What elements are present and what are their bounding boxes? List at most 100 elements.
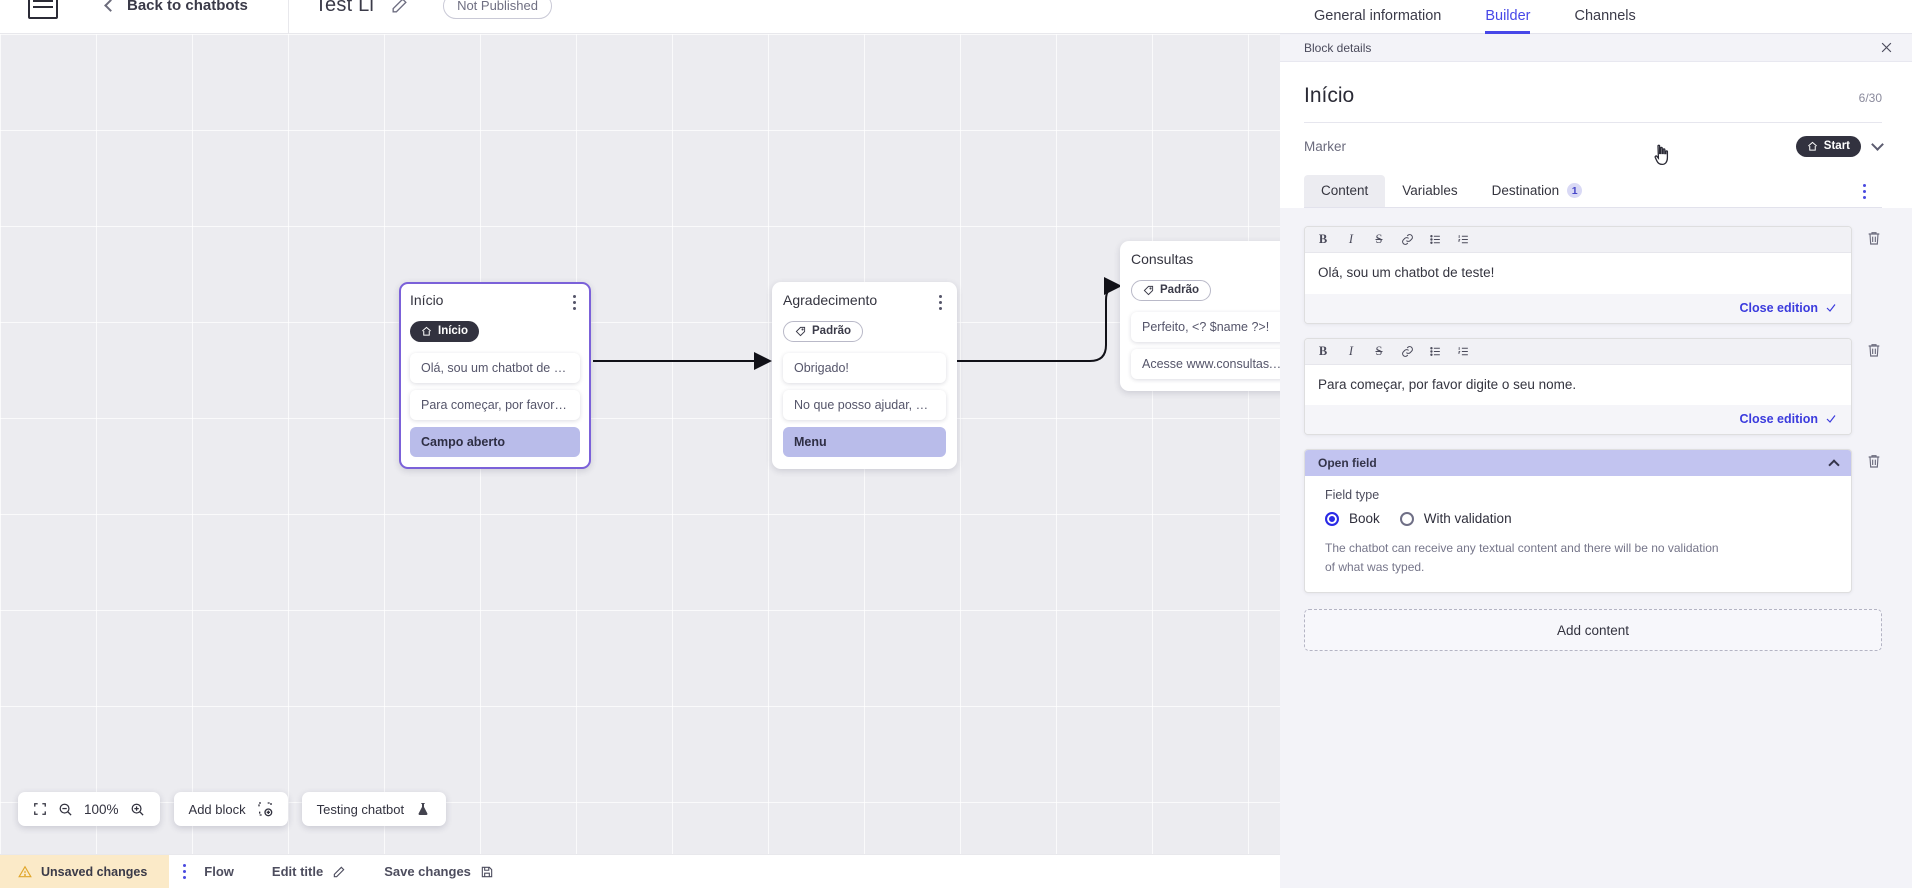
- link-icon[interactable]: [1393, 227, 1421, 253]
- app-logo[interactable]: [28, 0, 58, 19]
- chevron-left-icon: [104, 0, 117, 12]
- zoom-out-icon[interactable]: [58, 802, 73, 817]
- tab-variables[interactable]: Variables: [1385, 175, 1474, 207]
- tab-destination[interactable]: Destination 1: [1475, 175, 1600, 207]
- delete-content-button[interactable]: [1866, 338, 1882, 358]
- node-header: Início: [410, 292, 580, 312]
- block-details-header: Block details: [1280, 34, 1912, 62]
- node-row[interactable]: Obrigado!: [783, 353, 946, 383]
- tag-icon: [795, 326, 806, 336]
- field-type-radio-group: Book With validation: [1325, 511, 1835, 526]
- node-row[interactable]: Olá, sou um chatbot de teste!: [410, 353, 580, 383]
- node-title: Agradecimento: [783, 292, 878, 308]
- radio-option-with-validation[interactable]: With validation: [1399, 511, 1512, 526]
- flow-node-consultas[interactable]: Consultas Padrão Perfeito, <? $name ?>! …: [1120, 241, 1310, 391]
- numbered-list-icon[interactable]: [1449, 339, 1477, 365]
- bullet-list-icon[interactable]: [1421, 339, 1449, 365]
- strikethrough-icon[interactable]: S: [1375, 343, 1383, 358]
- edit-title-button[interactable]: Edit title: [272, 864, 346, 879]
- radio-button[interactable]: [1399, 511, 1414, 526]
- add-block-button[interactable]: Add block: [173, 792, 288, 826]
- node-badge-default: Padrão: [1131, 280, 1211, 301]
- save-changes-button[interactable]: Save changes: [384, 864, 494, 879]
- marker-select[interactable]: Start: [1795, 136, 1884, 157]
- close-edition-button[interactable]: Close edition: [1740, 301, 1837, 315]
- title-divider: [1304, 122, 1882, 123]
- radio-option-book[interactable]: Book: [1325, 511, 1380, 526]
- flow-node-agradecimento[interactable]: Agradecimento Padrão Obrigado! No que po…: [772, 282, 957, 469]
- marker-row: Marker Start: [1304, 136, 1884, 157]
- close-edition-button[interactable]: Close edition: [1740, 412, 1837, 426]
- zoom-in-icon[interactable]: [130, 802, 145, 817]
- testing-chatbot-button[interactable]: Testing chatbot: [301, 792, 447, 826]
- italic-icon[interactable]: I: [1348, 343, 1354, 358]
- trash-icon: [1868, 455, 1880, 468]
- node-row[interactable]: Menu: [783, 427, 946, 457]
- back-label: Back to chatbots: [127, 0, 248, 14]
- add-content-button[interactable]: Add content: [1304, 609, 1882, 652]
- panel-top-section: Início 6/30 Marker Start: [1280, 62, 1912, 208]
- flow-label: Flow: [204, 864, 234, 879]
- node-row[interactable]: Acesse www.consultas.com par...: [1131, 349, 1299, 379]
- numbered-list-icon[interactable]: [1449, 227, 1477, 253]
- trash-icon: [1868, 343, 1880, 357]
- node-rows: Obrigado! No que posso ajudar, <? $name …: [783, 353, 946, 457]
- editor-toolbar: B I S: [1305, 338, 1851, 365]
- node-row[interactable]: Campo aberto: [410, 427, 580, 457]
- node-menu-button[interactable]: [569, 293, 580, 312]
- node-rows: Olá, sou um chatbot de teste! Para começ…: [410, 353, 580, 457]
- node-menu-button[interactable]: [935, 293, 946, 312]
- panel-body: Início 6/30 Marker Start: [1280, 62, 1912, 888]
- bold-icon[interactable]: B: [1318, 232, 1328, 246]
- panel-scroll-content[interactable]: B I S: [1280, 208, 1912, 888]
- status-badge: Not Published: [443, 0, 553, 19]
- bullet-list-icon[interactable]: [1421, 227, 1449, 253]
- status-more-button[interactable]: [183, 864, 187, 879]
- check-icon: [1826, 303, 1836, 312]
- content-more-button[interactable]: [1847, 176, 1882, 207]
- content-block-text-1: B I S: [1304, 226, 1882, 324]
- tab-general-information[interactable]: General information: [1314, 8, 1442, 24]
- node-row[interactable]: Perfeito, <? $name ?>!: [1131, 312, 1299, 342]
- chevron-down-icon: [1871, 138, 1884, 151]
- delete-content-button[interactable]: [1866, 449, 1882, 469]
- node-row[interactable]: No que posso ajudar, <? $name ...: [783, 390, 946, 420]
- node-title: Início: [410, 292, 444, 308]
- check-icon: [1826, 415, 1836, 424]
- add-block-icon: [257, 801, 273, 817]
- close-icon[interactable]: [1879, 40, 1894, 55]
- tab-builder[interactable]: Builder: [1485, 8, 1531, 34]
- panel-content-tabs: Content Variables Destination 1: [1304, 175, 1882, 208]
- open-field-header[interactable]: Open field: [1305, 450, 1851, 477]
- italic-icon[interactable]: I: [1348, 232, 1354, 246]
- content-block-text-2: B I S: [1304, 337, 1882, 436]
- node-header: Consultas: [1131, 251, 1299, 271]
- fit-screen-icon[interactable]: [33, 802, 47, 816]
- bold-icon[interactable]: B: [1318, 343, 1328, 358]
- back-to-chatbots-button[interactable]: Back to chatbots: [104, 0, 248, 14]
- rich-text-editor[interactable]: B I S: [1304, 226, 1852, 324]
- open-field-card: Open field Field type Book: [1304, 449, 1852, 594]
- warning-icon: [18, 865, 32, 879]
- tab-channels[interactable]: Channels: [1574, 8, 1636, 24]
- block-details-panel: General information Builder Channels Blo…: [1280, 0, 1912, 888]
- home-icon: [1807, 141, 1817, 151]
- pencil-icon[interactable]: [390, 0, 409, 15]
- flow-button[interactable]: Flow: [204, 864, 234, 879]
- delete-content-button[interactable]: [1866, 226, 1882, 246]
- editor-text[interactable]: Para começar, por favor digite o seu nom…: [1305, 364, 1635, 406]
- rich-text-editor[interactable]: B I S: [1304, 337, 1852, 436]
- flow-node-inicio[interactable]: Início Início Olá, sou um chatbot de tes…: [399, 282, 591, 469]
- editor-footer: Close edition: [1305, 293, 1851, 323]
- canvas-toolbar: 100% Add block Testing chatbot: [18, 792, 447, 826]
- close-edition-label: Close edition: [1739, 300, 1818, 315]
- link-icon[interactable]: [1393, 339, 1421, 365]
- editor-text[interactable]: Olá, sou um chatbot de teste!: [1305, 253, 1851, 294]
- tab-content[interactable]: Content: [1304, 175, 1386, 207]
- radio-button[interactable]: [1325, 511, 1339, 526]
- node-row[interactable]: Para começar, por favor digite o ...: [410, 390, 580, 420]
- content-block-open-field: Open field Field type Book: [1304, 449, 1882, 594]
- strikethrough-icon[interactable]: S: [1375, 232, 1383, 246]
- pencil-icon: [332, 865, 346, 879]
